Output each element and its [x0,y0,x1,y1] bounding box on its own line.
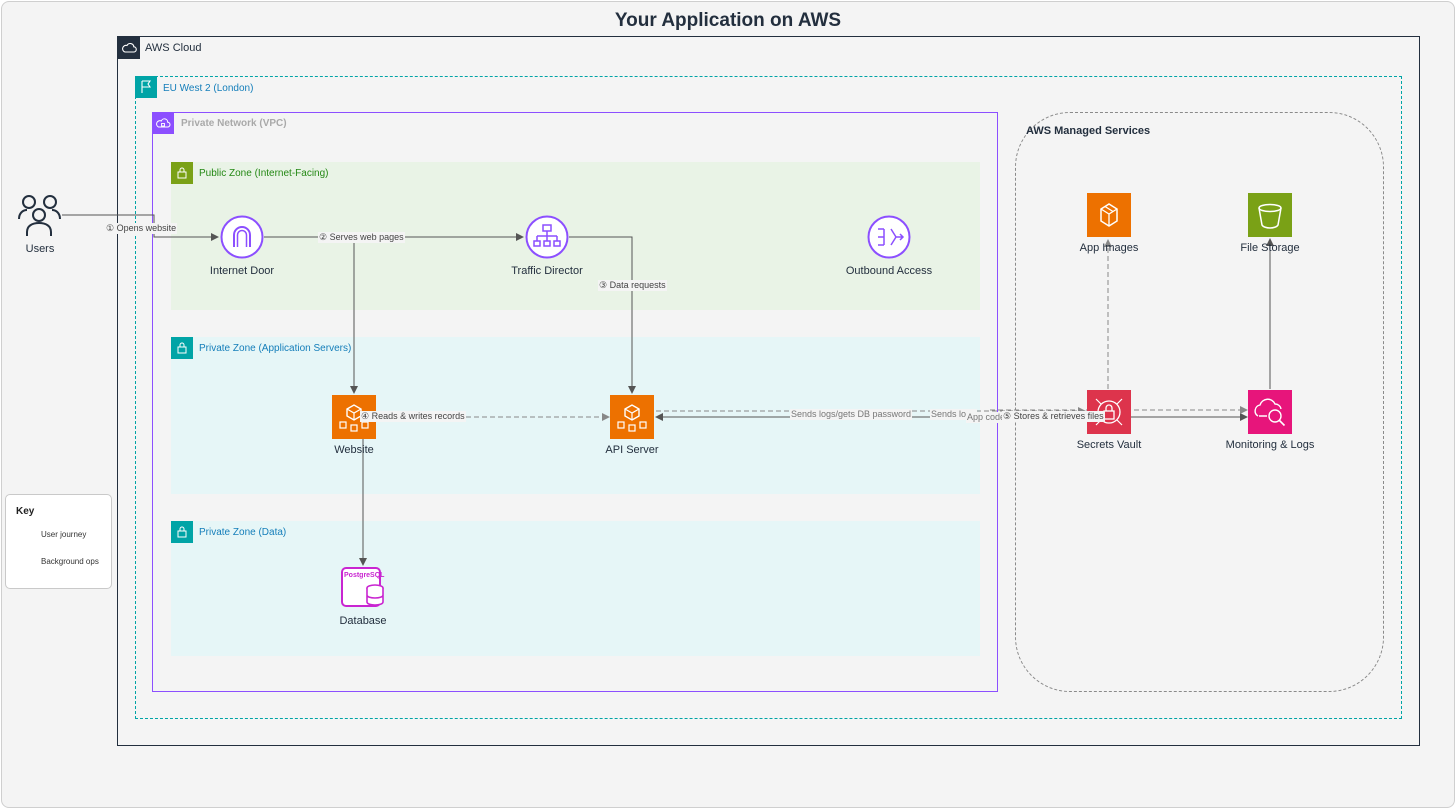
diagram-title: Your Application on AWS [614,10,842,31]
public-zone-label: Public Zone (Internet-Facing) [199,168,329,179]
secrets-vault-label: Secrets Vault [1076,439,1142,451]
app-zone-label: Private Zone (Application Servers) [199,343,352,354]
file-storage-label: File Storage [1240,242,1300,254]
website-label: Website [334,444,374,456]
users-label: Users [25,243,55,255]
database-label: Database [339,615,387,627]
step-4-marker: ④ [361,411,370,421]
edge-label-opens-website: ① Opens website [105,223,178,234]
public-lock-icon [171,162,193,184]
edge-label-app-code: App code [966,412,1007,423]
edge-label-data-requests: ③ Data requests [598,280,667,291]
edge-label-sends-logs-gets: Sends logs/gets DB password [790,409,913,420]
storage-bucket-icon [1248,193,1292,237]
aws-cloud-group [117,36,1420,746]
edge-label-stores-files: ⑤ Stores & retrieves files [1002,411,1105,422]
managed-services-label: AWS Managed Services [1026,125,1151,137]
app-lock-icon [171,337,193,359]
api-server-label: API Server [605,444,659,456]
stores-files-text: Stores & retrieves files [1013,411,1104,421]
step-1-marker: ① [106,223,115,233]
outbound-access-label: Outbound Access [845,265,933,277]
aws-cloud-label: AWS Cloud [145,42,202,54]
data-zone [171,521,980,656]
serves-pages-text: Serves web pages [329,232,404,242]
legend-title: Key [16,506,35,517]
container-registry-icon [1087,193,1131,237]
legend-user-journey: User journey [41,530,87,539]
vpc-icon [152,112,174,134]
nat-gateway-icon [867,215,911,259]
step-5-marker: ⑤ [1003,411,1012,421]
data-requests-text: Data requests [609,280,666,290]
internet-door-label: Internet Door [209,265,275,277]
users-icon [18,195,61,236]
internet-gateway-icon [220,215,264,259]
monitoring-label: Monitoring & Logs [1225,439,1315,451]
legend-background-ops: Background ops [41,557,99,566]
postgresql-tag: PostgreSQL [344,572,385,579]
managed-services-group [1015,112,1384,692]
region-label: EU West 2 (London) [163,83,254,94]
vpc-label: Private Network (VPC) [181,118,287,129]
edge-label-serves-pages: ② Serves web pages [318,232,405,243]
load-balancer-icon [525,215,569,259]
edge-label-sends-logs: Sends logs [930,409,977,420]
edge-traffic-director-api [569,236,636,394]
api-container-icon [610,395,654,439]
flag-icon [135,76,157,98]
cloud-icon [118,37,140,59]
postgresql-database-icon: PostgreSQL [341,567,385,607]
edge-label-reads-writes: ④ Reads & writes records [360,411,466,422]
traffic-director-label: Traffic Director [511,265,583,277]
step-2-marker: ② [319,232,328,242]
region-group [135,76,1402,719]
cloudwatch-icon [1248,390,1292,434]
data-lock-icon [171,521,193,543]
vpc-group [152,112,998,692]
step-3-marker: ③ [599,280,608,290]
opens-website-text: Opens website [116,223,177,233]
legend-box: Key User journey Background ops [5,494,112,589]
app-images-label: App Images [1079,242,1139,254]
data-zone-label: Private Zone (Data) [199,527,287,538]
reads-writes-text: Reads & writes records [371,411,465,421]
public-zone [171,162,980,310]
